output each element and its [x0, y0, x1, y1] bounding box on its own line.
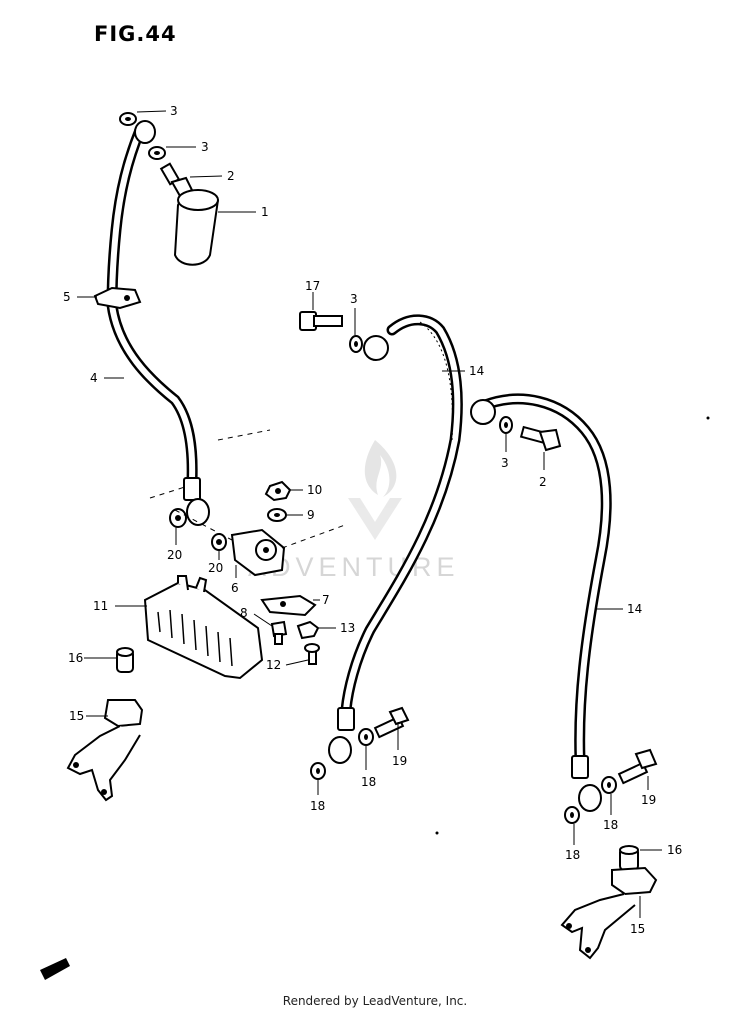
- callout-16-right: 16: [667, 843, 682, 857]
- footer-credit: Rendered by LeadVenture, Inc.: [282, 994, 468, 1008]
- callout-12: 12: [266, 658, 281, 672]
- callout-20-right: 20: [208, 561, 223, 575]
- hose-clamp-5: [93, 286, 142, 310]
- callout-3-center: 3: [350, 292, 358, 306]
- washer-20-left: [169, 508, 187, 528]
- washer-18-right-lower: [564, 806, 580, 824]
- joint-bracket-7: [260, 594, 317, 617]
- bleeder-cap-1: [173, 189, 220, 266]
- three-way-joint-6: [230, 528, 286, 577]
- washer-18-right-upper: [601, 776, 617, 794]
- union-bolt-17: [299, 311, 343, 331]
- callout-5: 5: [63, 290, 71, 304]
- callout-7: 7: [322, 593, 330, 607]
- callout-9: 9: [307, 508, 315, 522]
- callout-3-second: 3: [201, 140, 209, 154]
- assembly-guide-mid: [174, 509, 233, 541]
- washer-18-center-right: [358, 728, 374, 746]
- assembly-guide-left: [149, 485, 189, 499]
- assembly-guide-right: [281, 524, 346, 549]
- callout-10: 10: [307, 483, 322, 497]
- assembly-guide-upper: [217, 429, 271, 441]
- callout-15-left: 15: [69, 709, 84, 723]
- speck-mark: [435, 831, 439, 835]
- callout-13: 13: [340, 621, 355, 635]
- watermark-logo: [348, 440, 402, 540]
- callout-18-right-upper: 18: [603, 818, 618, 832]
- figure-title: FIG.44: [94, 22, 177, 46]
- union-bolt-19-right: [617, 748, 658, 785]
- callout-2-top: 2: [227, 169, 235, 183]
- callout-20-left: 20: [167, 548, 182, 562]
- washer-20-right: [211, 533, 227, 551]
- washer-3-second: [148, 146, 166, 160]
- grommet-16-right: [619, 845, 639, 871]
- callout-8: 8: [240, 606, 248, 620]
- union-bolt-fitting-top: [134, 120, 156, 144]
- callout-6: 6: [231, 581, 239, 595]
- joint-cover-11: [143, 575, 264, 680]
- callout-14-center: 14: [469, 364, 484, 378]
- callout-4: 4: [90, 371, 98, 385]
- brake-hose-14-right: [470, 393, 612, 812]
- leader-lines: [77, 110, 662, 918]
- callout-15-right: 15: [630, 922, 645, 936]
- washer-18-center-left: [310, 762, 326, 780]
- nut-10: [264, 480, 292, 502]
- hose-bracket-15-left: [66, 699, 144, 802]
- washer-3-right: [499, 416, 513, 434]
- callout-1: 1: [261, 205, 269, 219]
- callout-3-right: 3: [501, 456, 509, 470]
- washer-9: [267, 508, 287, 522]
- union-bolt-2-right: [519, 425, 562, 452]
- callout-16-left: 16: [68, 651, 83, 665]
- callout-18-right-lower: 18: [565, 848, 580, 862]
- washer-3-center: [349, 335, 363, 353]
- callout-19-center: 19: [392, 754, 407, 768]
- callout-11: 11: [93, 599, 108, 613]
- bolt-8: [270, 620, 288, 645]
- screw-12: [304, 643, 320, 665]
- callout-17: 17: [305, 279, 320, 293]
- speck-mark: [706, 416, 710, 420]
- grommet-16-left: [116, 647, 134, 673]
- nut-13: [296, 620, 320, 640]
- callout-18-center-right: 18: [361, 775, 376, 789]
- corner-mark: [40, 958, 70, 980]
- callout-18-center-left: 18: [310, 799, 325, 813]
- hose-bracket-15-right: [560, 866, 658, 960]
- callout-14-right: 14: [627, 602, 642, 616]
- callout-19-right: 19: [641, 793, 656, 807]
- callout-3-top: 3: [170, 104, 178, 118]
- union-bolt-19-center: [373, 706, 410, 739]
- brake-hose-14-center: [328, 314, 463, 764]
- washer-3-top: [119, 112, 137, 126]
- callout-2-right: 2: [539, 475, 547, 489]
